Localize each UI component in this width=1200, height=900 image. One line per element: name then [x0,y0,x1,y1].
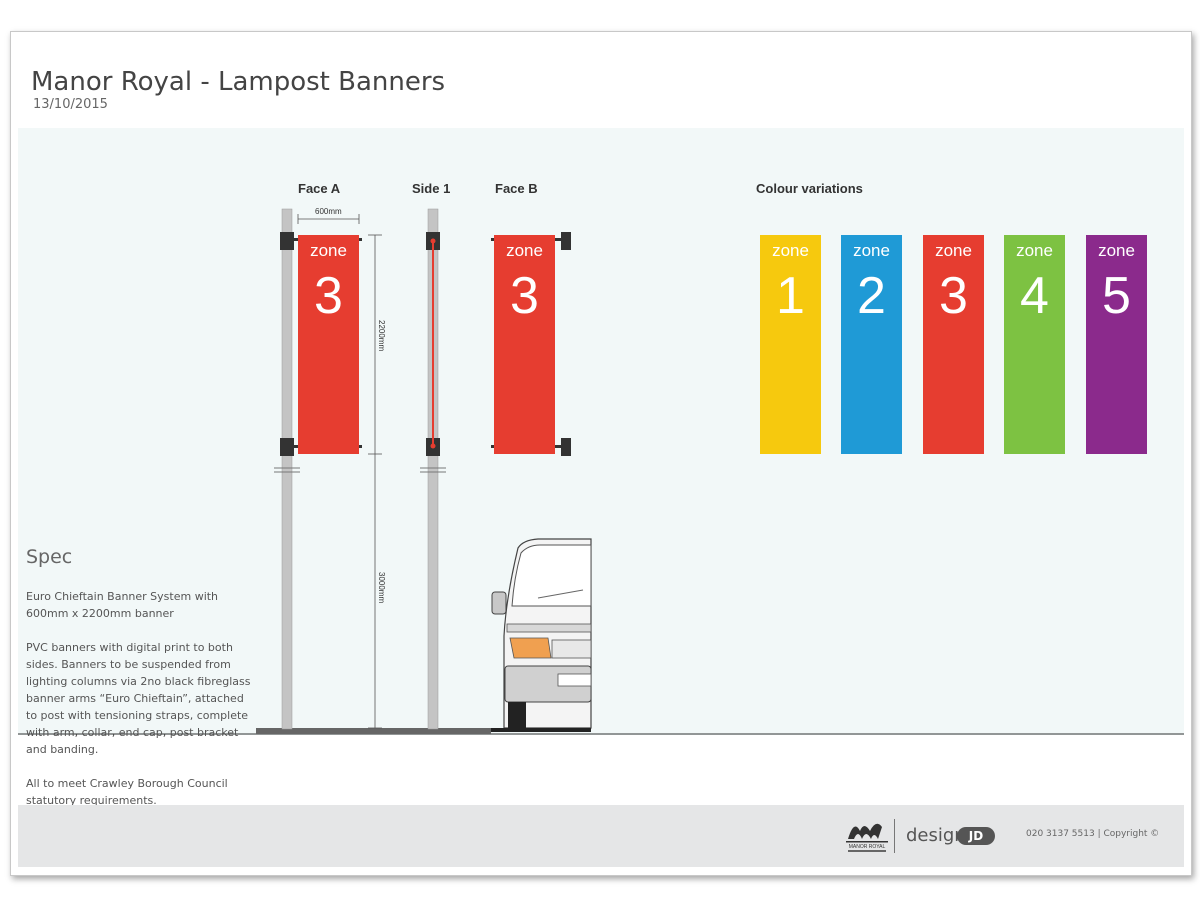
variation-banner-2: zone 2 [841,235,902,454]
variation-zone-word: zone [1016,241,1053,260]
face-a-pole [281,208,293,730]
variation-zone-word: zone [853,241,890,260]
face-a-top-bracket [280,232,294,250]
side-assembly [420,208,446,730]
spec-paragraph-compliance: All to meet Crawley Borough Council stat… [26,777,228,807]
pole-height-label: 3000mm [377,572,386,603]
side-label: Side 1 [412,181,450,196]
variation-zone-word: zone [772,241,809,260]
drawing-panel: Face A Side 1 Face B Colour variations [18,128,1184,807]
variation-banner-4: zone 4 [1004,235,1065,454]
height-dimension: 2200mm 3000mm [368,234,386,729]
face-a-banner: zone 3 [298,235,359,454]
variation-zone-number: 4 [1020,267,1049,325]
banner-zone-word: zone [310,241,347,260]
page-title: Manor Royal - Lampost Banners [31,67,446,97]
variation-banner-1: zone 1 [760,235,821,454]
face-a-label: Face A [298,181,341,196]
face-b-bottom-bracket [561,438,571,456]
side-arm-end [430,443,436,449]
side-pole [427,208,439,730]
drawing-sheet: Manor Royal - Lampost Banners 13/10/2015… [10,31,1192,876]
variation-zone-number: 3 [939,267,968,325]
variation-banner-3: zone 3 [923,235,984,454]
face-a-bottom-bracket [280,438,294,456]
footer-contact: 020 3137 5513 | Copyright © [1026,829,1160,839]
van-scale-figure [491,538,592,732]
variation-zone-word: zone [1098,241,1135,260]
face-b-banner: zone 3 [491,232,571,456]
pole-base [256,728,491,734]
side-arm-end [430,238,436,244]
variation-zone-number: 2 [857,267,886,325]
width-dimension: 600mm [297,207,360,224]
spec-heading: Spec [26,546,73,568]
spec-paragraph-system: Euro Chieftain Banner System with 600mm … [26,590,219,620]
variation-zone-number: 5 [1102,267,1131,325]
variation-zone-word: zone [935,241,972,260]
elevation-drawing: Face A Side 1 Face B Colour variations [18,181,1184,735]
banner-zone-word: zone [506,241,543,260]
footer-divider [894,819,895,853]
footer-bar: MANOR ROYAL design JD 020 3137 5513 | Co… [18,805,1184,867]
banner-height-label: 2200mm [377,320,386,351]
banner-zone-number: 3 [314,267,343,325]
banner-zone-number: 3 [510,267,539,325]
variation-banner-5: zone 5 [1086,235,1147,454]
page-date: 13/10/2015 [33,97,108,112]
width-dimension-label: 600mm [315,207,342,216]
manor-royal-logo-text: MANOR ROYAL [849,844,886,850]
spec-paragraph-materials: PVC banners with digital print to both s… [26,641,251,756]
designjd-badge: JD [957,827,995,845]
colour-variations-label: Colour variations [756,181,863,196]
designjd-wordmark: design [906,825,966,846]
manor-royal-logo: MANOR ROYAL [846,823,888,852]
variation-zone-number: 1 [776,267,805,325]
face-b-top-bracket [561,232,571,250]
face-b-label: Face B [495,181,538,196]
